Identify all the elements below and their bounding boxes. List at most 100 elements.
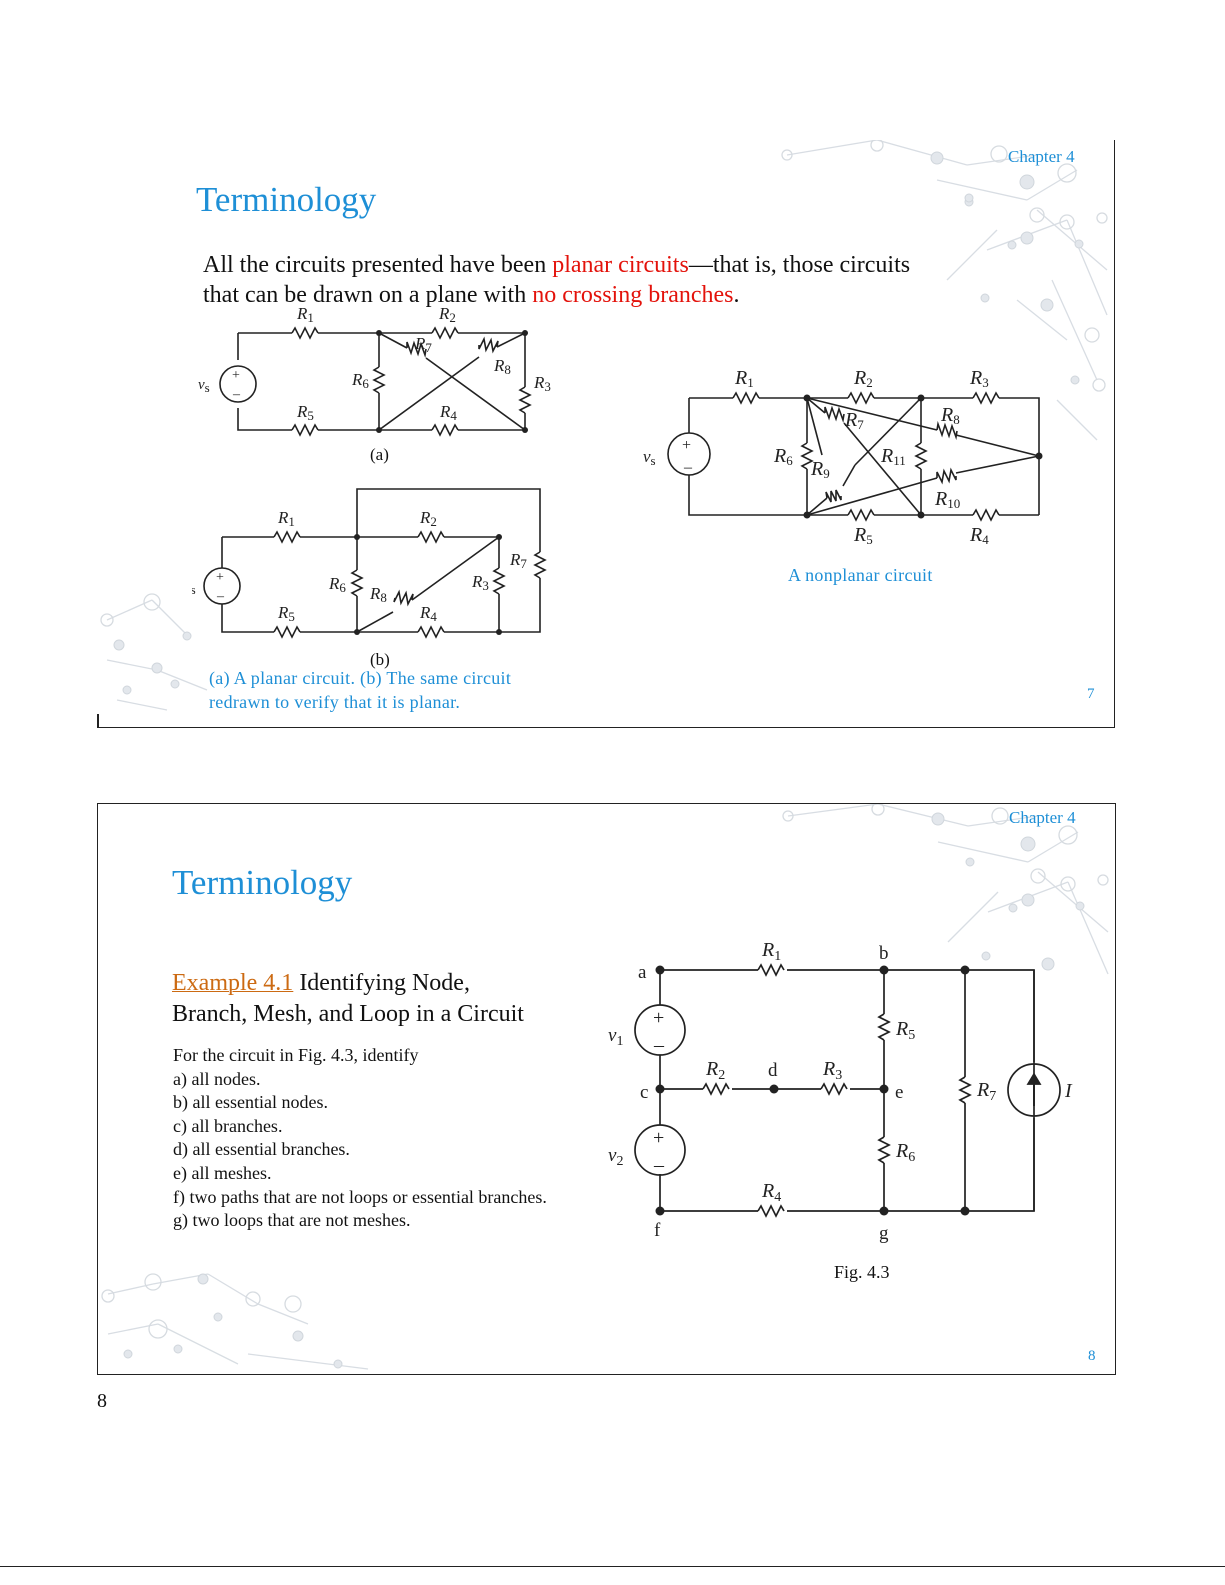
example-title-part-2: Branch, Mesh, and Loop in a Circuit — [172, 1001, 524, 1027]
svg-text:R6: R6 — [351, 370, 369, 391]
svg-text:R5: R5 — [895, 1018, 915, 1043]
slide-8: Chapter 4 Terminology Example 4.1 Identi… — [97, 803, 1116, 1375]
svg-text:R1: R1 — [277, 508, 295, 529]
svg-text:R3: R3 — [471, 572, 489, 593]
svg-text:+: + — [216, 570, 224, 585]
svg-text:R2: R2 — [705, 1058, 725, 1083]
svg-text:R7: R7 — [976, 1079, 996, 1104]
slide-page-number: 8 — [1088, 1348, 1096, 1364]
question-item: d) all essential branches. — [173, 1139, 350, 1160]
svg-text:R5: R5 — [853, 524, 873, 547]
chapter-label: Chapter 4 — [1008, 147, 1075, 166]
svg-text:R7: R7 — [844, 409, 864, 432]
svg-text:–: – — [216, 589, 225, 604]
circuit-a-labels: + – vs R1 R2 R7 R8 R3 R6 R5 R4 — [192, 304, 562, 465]
example-heading: Example 4.1 Identifying Node, Branch, Me… — [172, 968, 524, 1030]
nonplanar-circuit — [667, 391, 1043, 522]
slide-title: Terminology — [196, 180, 377, 219]
definition-text: All the circuits presented have been — [203, 252, 553, 278]
slide-7: Chapter 4 Terminology All the circuits p… — [97, 140, 1115, 728]
svg-text:R4: R4 — [969, 524, 989, 547]
svg-text:–: – — [683, 459, 693, 476]
figure-4-3-circuit — [634, 963, 1061, 1218]
network-decoration-bottom-left — [101, 1273, 369, 1370]
svg-text:vs: vs — [198, 377, 210, 395]
svg-text:R2: R2 — [438, 305, 456, 325]
svg-text:R11: R11 — [880, 445, 906, 468]
svg-text:R3: R3 — [533, 373, 551, 394]
svg-text:+: + — [682, 437, 691, 454]
figure-caption-line-1: (a) A planar circuit. (b) The same circu… — [209, 668, 512, 688]
question-item: g) two loops that are not meshes. — [173, 1210, 411, 1231]
nonplanar-circuit-labels: + – vs R1 R2 R3 R8 R7 R6 R9 R11 R10 R5 R… — [637, 355, 1107, 555]
slide-title: Terminology — [172, 863, 353, 902]
minus-sign: – — [232, 387, 241, 402]
svg-text:R1: R1 — [761, 939, 781, 964]
svg-text:v2: v2 — [608, 1145, 623, 1169]
node-label-d: d — [768, 1060, 778, 1081]
circuit-a-label: (a) — [370, 445, 389, 464]
svg-text:R7: R7 — [509, 550, 527, 571]
node-label-c: c — [640, 1082, 648, 1103]
svg-text:R1: R1 — [734, 367, 754, 390]
question-item: f) two paths that are not loops or essen… — [173, 1186, 547, 1207]
node-label-g: g — [879, 1223, 889, 1244]
svg-text:R3: R3 — [822, 1058, 842, 1083]
network-decoration-top-right — [781, 140, 1108, 441]
svg-text:R8: R8 — [940, 404, 960, 427]
definition-text: —that is, those circuits — [688, 252, 911, 278]
chapter-label: Chapter 4 — [1009, 808, 1076, 827]
circuit-b-label: (b) — [370, 650, 390, 669]
figure-4-3-labels: + – + – v1 v2 R1 R2 R3 R4 R5 R6 R7 I a b… — [598, 934, 1098, 1254]
svg-text:R6: R6 — [895, 1140, 915, 1165]
question-item: e) all meshes. — [173, 1162, 272, 1183]
handout-page-number: 8 — [97, 1390, 107, 1412]
svg-text:R7: R7 — [414, 334, 432, 355]
question-item: c) all branches. — [173, 1115, 283, 1136]
figure-caption-line-2: redrawn to verify that it is planar. — [209, 692, 461, 712]
figure-caption: Fig. 4.3 — [834, 1262, 890, 1282]
svg-text:R4: R4 — [419, 603, 437, 624]
planar-circuit-b — [203, 488, 547, 639]
svg-text:v1: v1 — [608, 1025, 623, 1049]
node-label-f: f — [654, 1220, 661, 1241]
question-intro: For the circuit in Fig. 4.3, identify — [173, 1045, 419, 1065]
planar-definition-line-2: that can be drawn on a plane with no cro… — [203, 280, 740, 310]
nonplanar-caption: A nonplanar circuit — [788, 565, 933, 585]
svg-text:R5: R5 — [277, 603, 295, 624]
svg-text:vs: vs — [192, 579, 196, 597]
node-label-b: b — [879, 943, 889, 964]
example-4-1-link[interactable]: Example 4.1 — [172, 970, 294, 996]
definition-text: that can be drawn on a plane with — [203, 282, 533, 308]
svg-text:R5: R5 — [296, 402, 314, 423]
network-decoration-bottom-left — [100, 593, 208, 711]
svg-text:R10: R10 — [934, 488, 960, 511]
planar-circuit-a — [219, 326, 532, 437]
page-bottom-rule — [0, 1566, 1225, 1567]
svg-text:–: – — [653, 1154, 665, 1176]
plus-sign: + — [232, 368, 240, 383]
example-title-part-1: Identifying Node, — [293, 970, 470, 996]
svg-text:R6: R6 — [328, 574, 346, 595]
svg-text:R8: R8 — [369, 584, 387, 605]
svg-text:R2: R2 — [853, 367, 873, 390]
svg-text:I: I — [1064, 1080, 1073, 1102]
circuit-b-labels: + – vs R1 R2 R7 R3 R6 R8 R5 R4 — [184, 485, 562, 645]
svg-text:R4: R4 — [761, 1180, 781, 1205]
no-crossing-branches-term: no crossing branches — [532, 282, 734, 308]
question-item: b) all essential nodes. — [173, 1092, 328, 1113]
svg-text:+: + — [653, 1007, 664, 1029]
svg-text:R3: R3 — [969, 367, 989, 390]
svg-text:R2: R2 — [419, 508, 437, 529]
svg-text:–: – — [653, 1034, 665, 1056]
node-label-a: a — [638, 962, 647, 983]
svg-text:R8: R8 — [493, 356, 511, 377]
definition-text: . — [733, 282, 740, 308]
svg-text:R1: R1 — [296, 305, 314, 325]
planar-definition-line-1: All the circuits presented have been pla… — [203, 250, 910, 280]
svg-text:R6: R6 — [773, 445, 793, 468]
question-list: For the circuit in Fig. 4.3, identify a)… — [173, 1044, 547, 1233]
network-decoration-top-right — [782, 804, 1109, 975]
svg-text:+: + — [653, 1127, 664, 1149]
svg-text:R9: R9 — [810, 458, 830, 481]
